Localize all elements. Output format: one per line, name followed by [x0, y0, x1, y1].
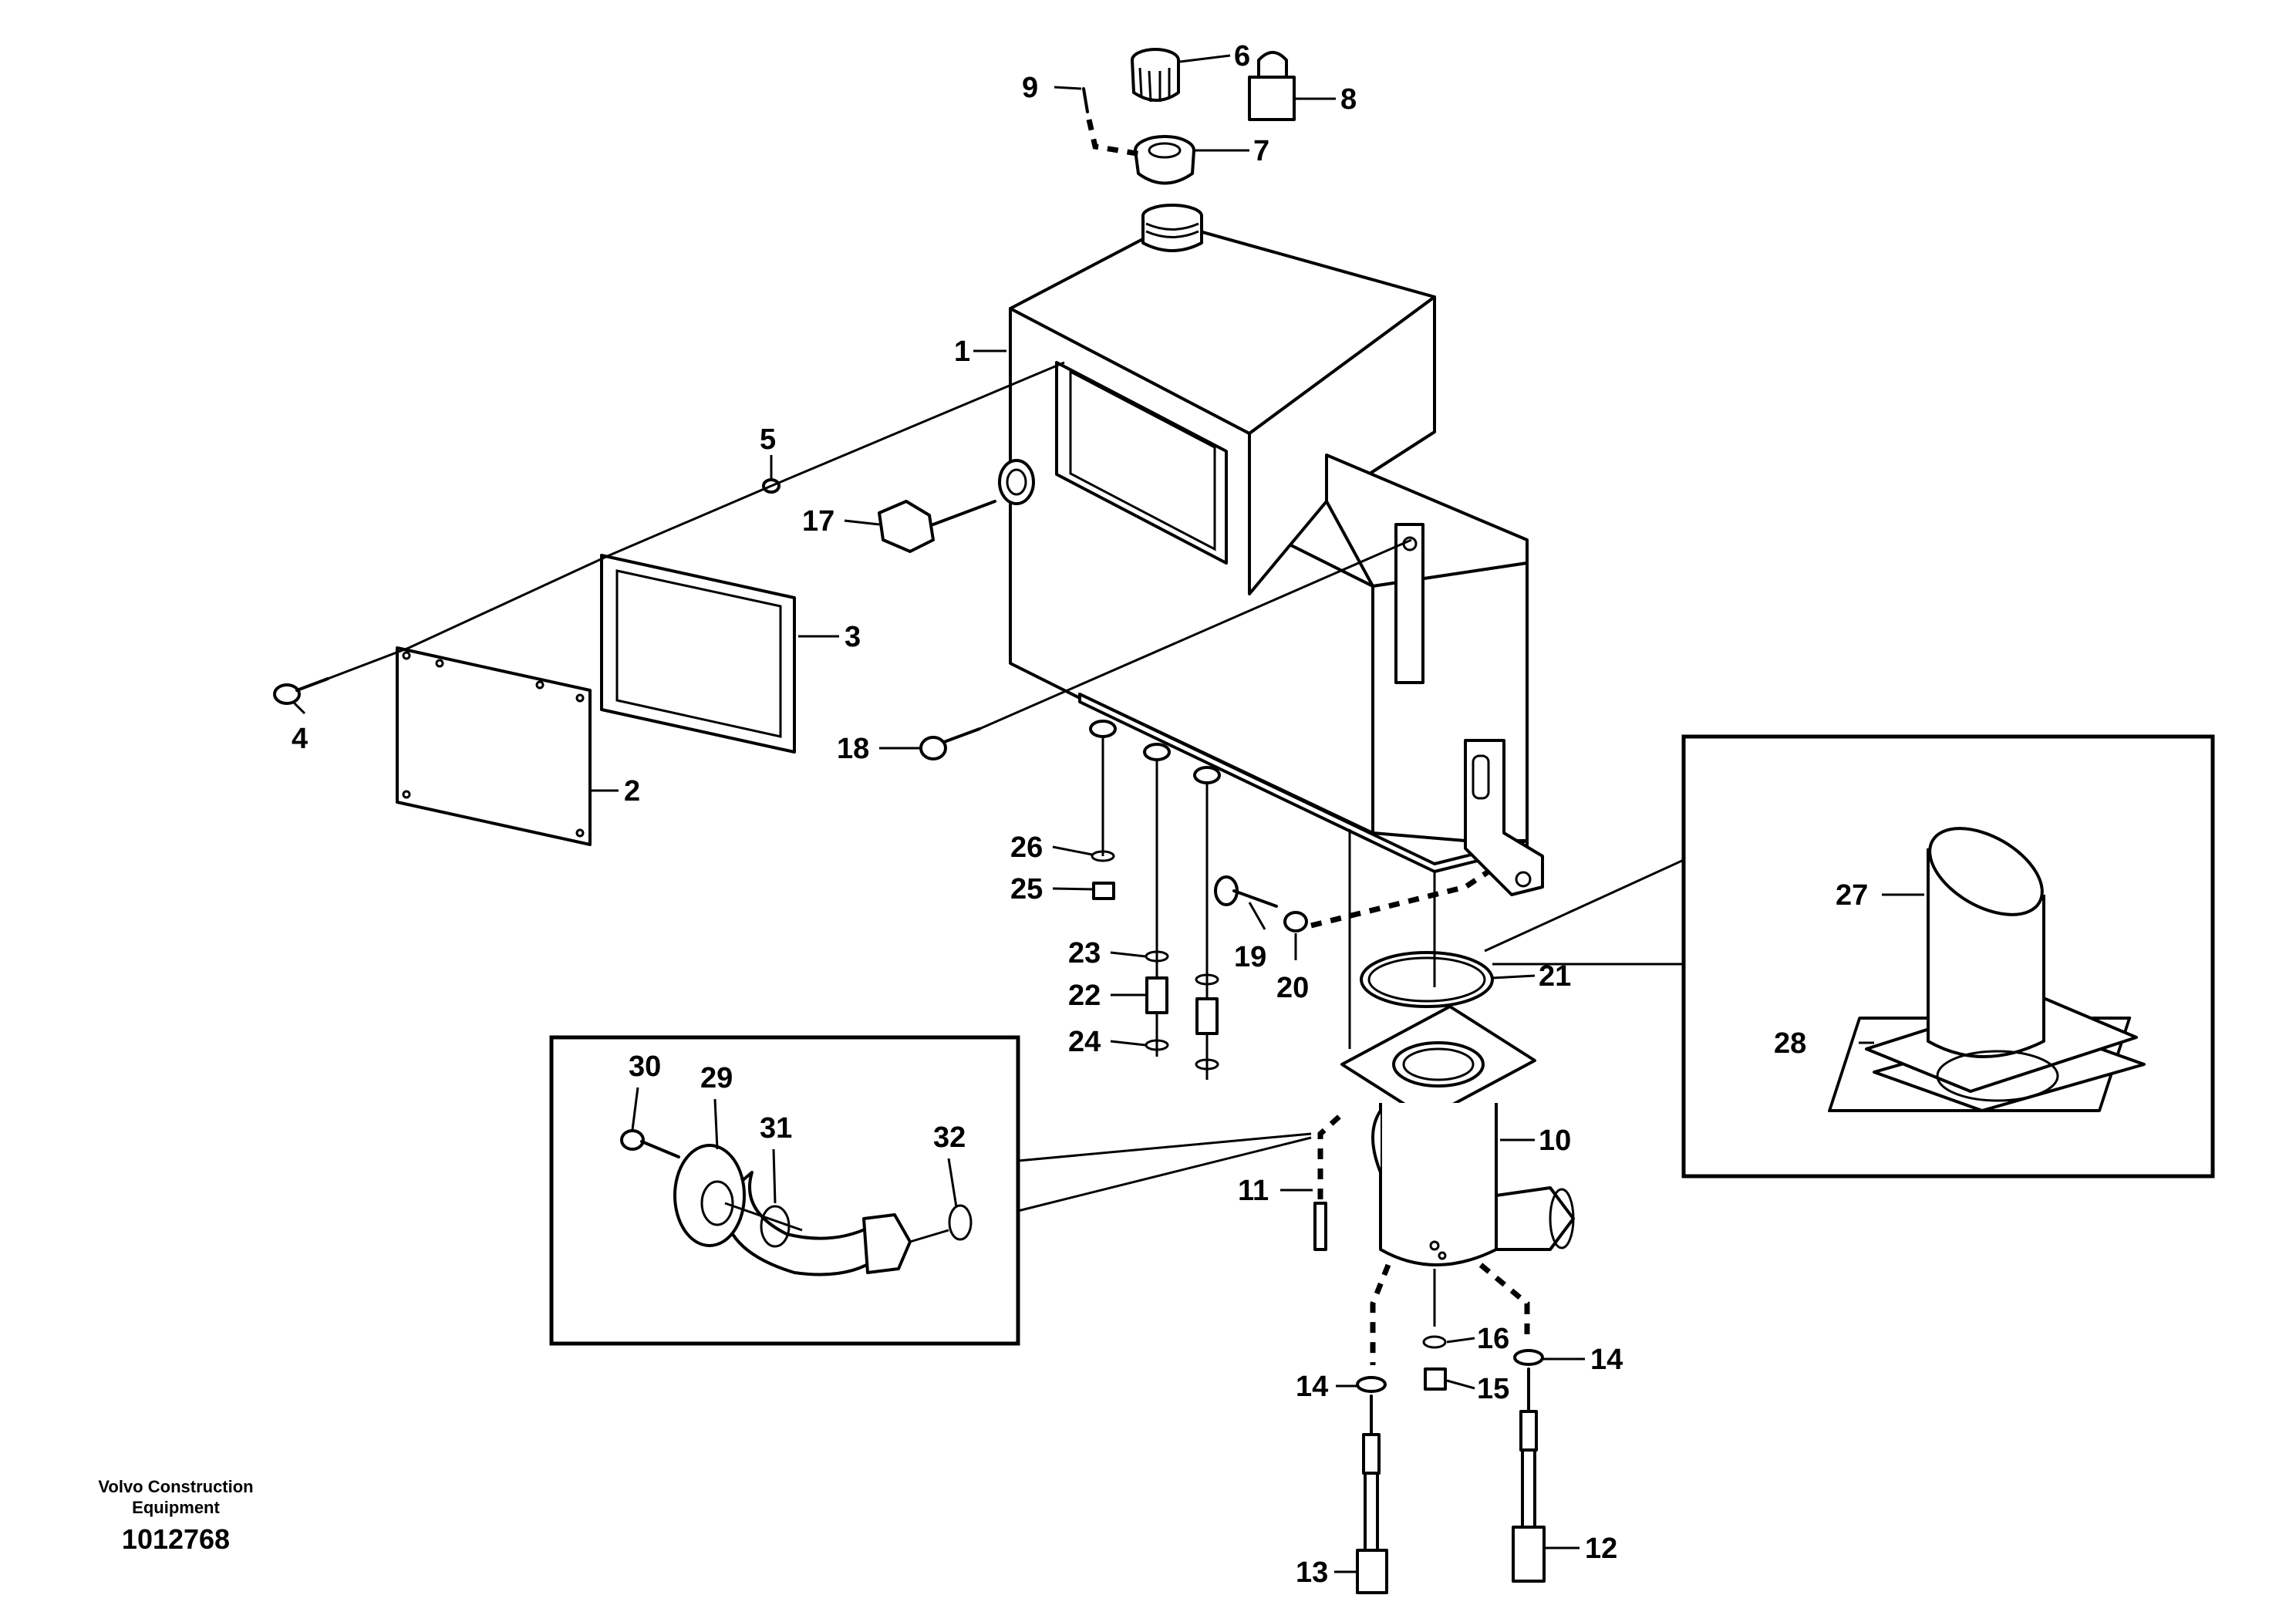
label-18: 18 [837, 733, 869, 765]
padlock [1248, 51, 1296, 121]
screw-9 [1082, 87, 1142, 157]
label-28: 28 [1774, 1027, 1806, 1060]
label-8: 8 [1340, 83, 1357, 116]
detail-box-elbow [1484, 734, 2215, 1179]
label-12: 12 [1585, 1533, 1617, 1565]
label-11: 11 [1238, 1175, 1269, 1207]
cover-leader-lines [327, 361, 1065, 680]
o-ring-21 [1360, 951, 1494, 1008]
label-30: 30 [629, 1050, 661, 1083]
label-16: 16 [1477, 1323, 1509, 1355]
label-2: 2 [624, 775, 640, 808]
drawing-number: 1012768 [122, 1523, 230, 1555]
gasket [600, 554, 796, 754]
company-name-line2: Equipment [132, 1498, 220, 1517]
cover-plate [396, 646, 592, 846]
label-26: 26 [1010, 831, 1043, 864]
cover-screw [273, 677, 329, 705]
label-17: 17 [802, 505, 834, 538]
label-22: 22 [1068, 980, 1101, 1012]
label-31: 31 [760, 1112, 792, 1145]
label-27: 27 [1836, 879, 1868, 912]
bottom-fittings [1091, 737, 1490, 1080]
label-6: 6 [1234, 40, 1250, 73]
detail-box-pipe [549, 1035, 1312, 1346]
label-14-right: 14 [1590, 1344, 1623, 1376]
label-25: 25 [1010, 873, 1043, 905]
label-21: 21 [1539, 960, 1571, 993]
label-29: 29 [700, 1062, 733, 1094]
label-20: 20 [1276, 972, 1309, 1004]
label-13: 13 [1296, 1556, 1328, 1589]
label-5: 5 [760, 423, 776, 456]
sensor-12 [1478, 1263, 1546, 1583]
sensor-13 [1356, 1263, 1391, 1594]
label-9: 9 [1022, 72, 1038, 104]
label-3: 3 [845, 621, 861, 653]
company-name-line1: Volvo Construction [98, 1477, 253, 1496]
label-24: 24 [1068, 1026, 1101, 1058]
screw-11 [1313, 1108, 1348, 1251]
filler-cap [1131, 48, 1180, 103]
cap-adapter [1134, 135, 1195, 185]
label-7: 7 [1253, 135, 1269, 167]
label-4: 4 [292, 723, 308, 755]
hydraulic-tank [998, 204, 1544, 896]
label-10: 10 [1539, 1125, 1571, 1157]
label-14-left: 14 [1296, 1371, 1328, 1403]
plug-15-seal-16 [1422, 1269, 1447, 1391]
plug-17 [878, 500, 996, 553]
label-15: 15 [1477, 1373, 1509, 1405]
label-19: 19 [1234, 941, 1266, 973]
suction-pipe-10 [1340, 829, 1575, 1266]
label-1: 1 [954, 336, 970, 368]
label-leaders [292, 54, 1924, 1573]
bolt-18 [919, 538, 1412, 760]
label-23: 23 [1068, 937, 1101, 969]
label-32: 32 [933, 1121, 966, 1154]
